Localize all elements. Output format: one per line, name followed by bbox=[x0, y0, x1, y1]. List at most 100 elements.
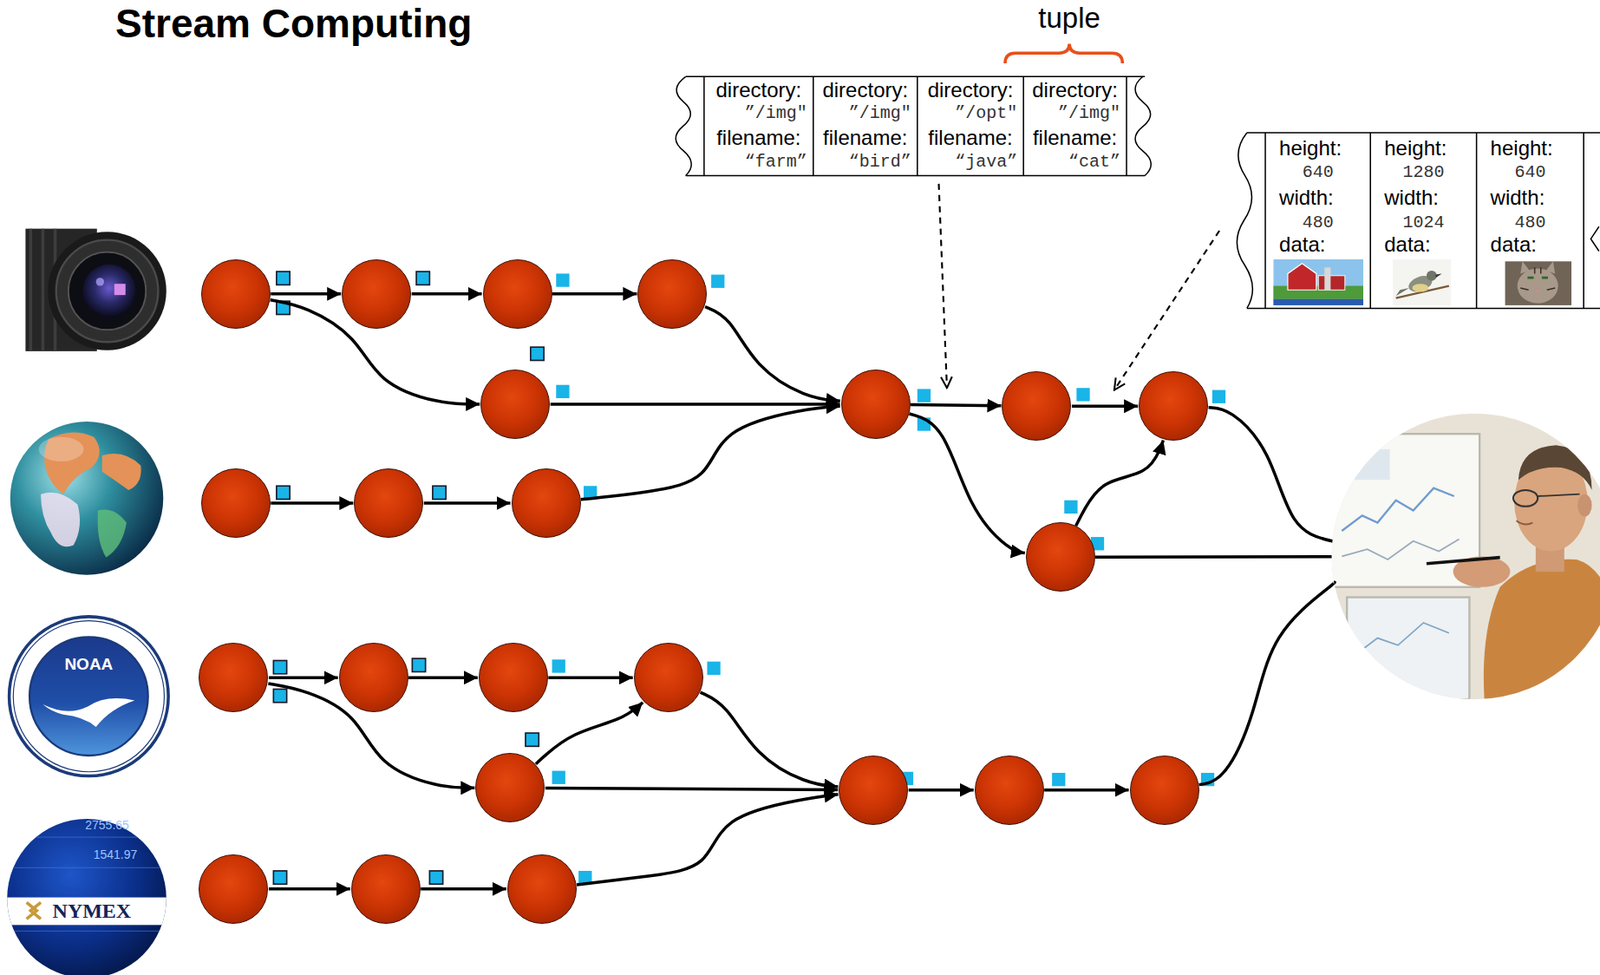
camera-icon bbox=[68, 252, 146, 330]
annotation-label: tuple bbox=[1010, 1, 1129, 35]
stream-connector bbox=[576, 794, 838, 885]
field-name: filename: bbox=[1023, 126, 1127, 150]
ticker-number: 1541.97 bbox=[69, 847, 162, 862]
nymex-logo bbox=[5, 818, 169, 975]
analyst-photo bbox=[1518, 444, 1593, 490]
field-value: 1024 bbox=[1370, 213, 1476, 233]
tuple-strip bbox=[1265, 132, 1584, 308]
tuple-strip bbox=[1135, 76, 1151, 176]
operator-node bbox=[201, 468, 271, 538]
bird-picture bbox=[1392, 259, 1451, 306]
camera-icon bbox=[56, 240, 159, 343]
operator-node bbox=[351, 854, 421, 924]
field-value: “bird” bbox=[813, 152, 918, 172]
port-square bbox=[276, 271, 290, 285]
stream-connector bbox=[910, 404, 1001, 405]
operator-node bbox=[637, 259, 707, 329]
nymex-logo bbox=[5, 836, 169, 931]
stream-connector bbox=[1076, 440, 1164, 527]
analyst-photo bbox=[1537, 494, 1580, 497]
port-square bbox=[273, 870, 287, 884]
field-name: width: bbox=[1265, 186, 1371, 209]
stream-connector bbox=[408, 676, 478, 680]
port-square bbox=[552, 659, 566, 673]
tuple-strip bbox=[685, 76, 1145, 176]
field-name: data: bbox=[1370, 233, 1476, 256]
operator-node bbox=[198, 854, 268, 924]
stream-connector bbox=[909, 413, 1026, 553]
stream-connector bbox=[552, 292, 637, 296]
camera-icon bbox=[114, 283, 126, 295]
stream-connector bbox=[548, 676, 633, 680]
port-square bbox=[416, 271, 430, 285]
camera-icon bbox=[47, 231, 166, 351]
nymex-logo bbox=[5, 897, 169, 926]
camera-icon bbox=[82, 264, 136, 318]
farm-picture bbox=[1324, 267, 1331, 290]
port-square bbox=[432, 485, 446, 499]
cat-picture bbox=[1520, 267, 1555, 290]
farm-picture bbox=[1273, 299, 1364, 306]
operator-node bbox=[341, 259, 412, 329]
operator-node bbox=[483, 259, 553, 329]
stream-connector bbox=[424, 501, 511, 505]
field-name: directory: bbox=[813, 78, 918, 102]
noaa-logo bbox=[29, 636, 148, 756]
port-square bbox=[411, 658, 425, 672]
field-name: height: bbox=[1265, 137, 1371, 160]
globe-icon bbox=[102, 453, 142, 490]
port-square bbox=[711, 274, 725, 288]
analyst-photo bbox=[1513, 489, 1538, 507]
tuple-strip bbox=[675, 76, 1151, 176]
bird-picture bbox=[1436, 273, 1443, 278]
field-value: “farm” bbox=[704, 152, 814, 172]
field-name: height: bbox=[1476, 137, 1585, 160]
operator-node bbox=[1138, 371, 1209, 441]
stream-connector bbox=[1199, 581, 1336, 784]
stream-connector bbox=[550, 402, 841, 406]
operator-node bbox=[507, 854, 577, 924]
cat-picture bbox=[1517, 268, 1559, 304]
analyst-viewer bbox=[1332, 413, 1600, 699]
field-value: ”/img" bbox=[813, 104, 918, 124]
port-square bbox=[1064, 500, 1078, 514]
analyst-photo bbox=[1326, 408, 1600, 705]
port-square bbox=[706, 661, 720, 675]
noaa-logo bbox=[13, 620, 164, 772]
field-name: data: bbox=[1476, 233, 1585, 256]
analyst-photo bbox=[1326, 433, 1480, 588]
analyst-photo bbox=[1516, 520, 1534, 524]
stream-connector bbox=[581, 405, 841, 500]
field-value: ”/img" bbox=[704, 104, 814, 124]
analyst-photo bbox=[1338, 449, 1391, 480]
stream-connector bbox=[1044, 788, 1129, 792]
operator-node bbox=[633, 642, 704, 712]
noaa-logo bbox=[9, 616, 170, 777]
globe-icon bbox=[97, 509, 127, 558]
port-square bbox=[530, 346, 544, 360]
nymex-logo bbox=[6, 818, 167, 975]
noaa-logo bbox=[42, 698, 135, 727]
bird-picture bbox=[1411, 283, 1429, 292]
globe-icon bbox=[10, 421, 164, 575]
logo-text: NYMEX bbox=[15, 898, 169, 923]
port-square bbox=[273, 688, 287, 702]
camera-icon bbox=[96, 277, 105, 286]
globe-icon bbox=[10, 421, 164, 575]
port-square bbox=[1051, 772, 1065, 786]
ticker-number: 2755.65 bbox=[61, 817, 154, 832]
stream-connector bbox=[545, 788, 838, 791]
field-name: data: bbox=[1265, 233, 1371, 256]
stream-connector bbox=[705, 306, 841, 402]
field-name: directory: bbox=[704, 78, 814, 102]
field-name: height: bbox=[1370, 137, 1476, 160]
stream-connector bbox=[411, 292, 483, 296]
operator-node bbox=[475, 752, 545, 823]
leader-line bbox=[939, 183, 947, 388]
globe-icon bbox=[40, 492, 80, 548]
leader-line bbox=[1114, 230, 1220, 391]
nymex-logo bbox=[26, 901, 41, 919]
operator-node bbox=[353, 468, 424, 538]
field-name: width: bbox=[1370, 186, 1476, 209]
logo-text: NOAA bbox=[47, 654, 130, 674]
